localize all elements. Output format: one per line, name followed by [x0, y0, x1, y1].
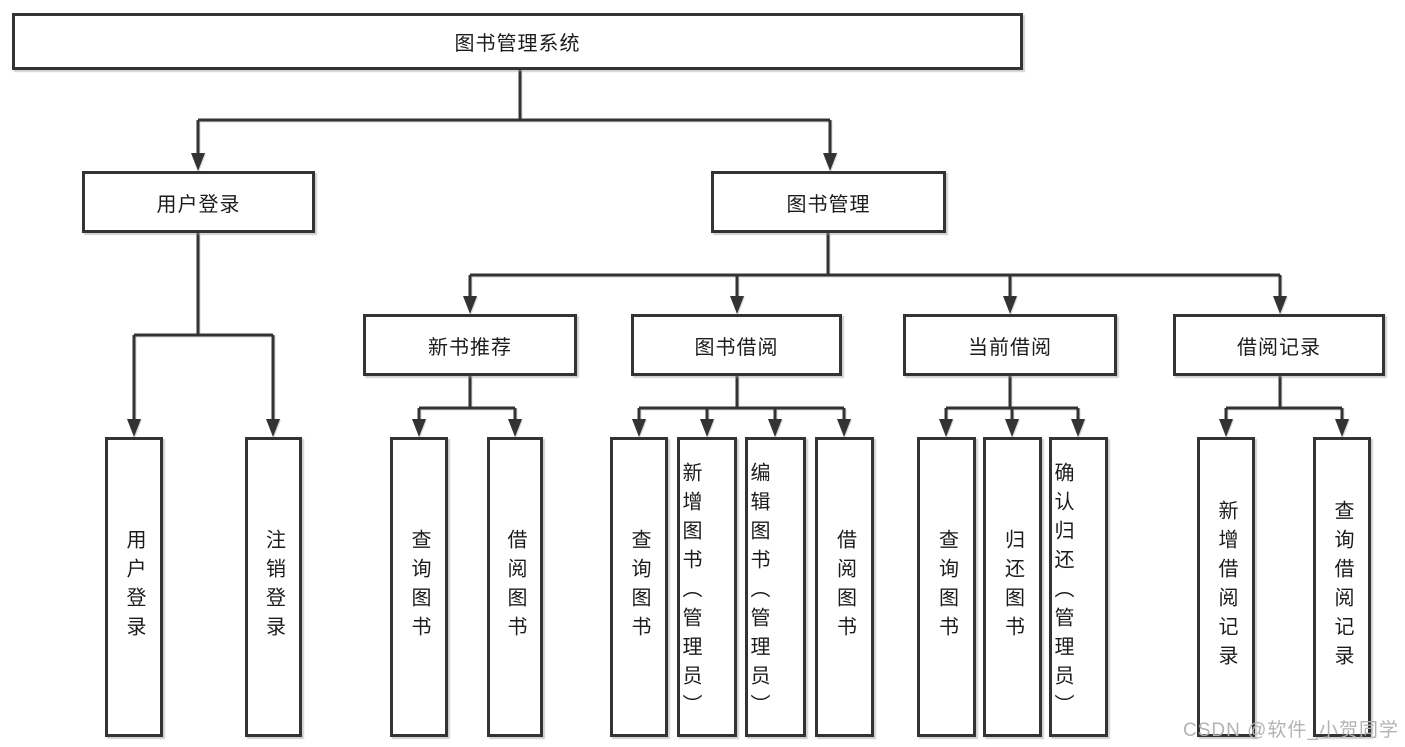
node-user-login: 用户登录	[82, 171, 315, 233]
node-cb-query-books-label: 查询图书	[935, 529, 958, 645]
node-current-borrowing: 当前借阅	[903, 314, 1117, 376]
node-bb-query-books: 查询图书	[610, 437, 668, 737]
node-bb-borrow-books: 借阅图书	[815, 437, 874, 737]
node-nb-query-books: 查询图书	[390, 437, 448, 737]
node-nb-borrow-books: 借阅图书	[487, 437, 543, 737]
node-bb-edit-books-admin: 编辑图书（管理员）	[745, 437, 806, 737]
node-book-management: 图书管理	[711, 171, 946, 233]
node-br-query-record: 查询借阅记录	[1313, 437, 1371, 737]
node-logout-label: 注销登录	[262, 529, 285, 645]
node-cb-confirm-return-admin: 确认归还（管理员）	[1049, 437, 1108, 737]
node-user-login-leaf-label: 用户登录	[123, 529, 145, 645]
node-root-label: 图书管理系统	[454, 33, 581, 55]
node-logout: 注销登录	[245, 437, 302, 737]
node-borrowing-records-label: 借阅记录	[1237, 336, 1321, 359]
node-cb-return-books: 归还图书	[983, 437, 1042, 737]
node-new-book-recommend-label: 新书推荐	[428, 336, 512, 359]
node-user-login-label: 用户登录	[156, 193, 241, 216]
node-root: 图书管理系统	[12, 13, 1023, 70]
node-current-borrowing-label: 当前借阅	[968, 336, 1052, 359]
node-new-book-recommend: 新书推荐	[363, 314, 577, 376]
node-br-add-record-label: 新增借阅记录	[1215, 500, 1237, 674]
node-book-borrowing: 图书借阅	[631, 314, 842, 376]
node-br-add-record: 新增借阅记录	[1197, 437, 1255, 737]
node-br-query-record-label: 查询借阅记录	[1331, 500, 1353, 674]
node-nb-query-books-label: 查询图书	[408, 529, 430, 645]
watermark: CSDN @软件_小贺同学	[1183, 720, 1399, 741]
node-bb-edit-books-admin-label: 编辑图书（管理员）	[747, 461, 769, 723]
node-cb-query-books: 查询图书	[917, 437, 976, 737]
node-bb-query-books-label: 查询图书	[628, 529, 650, 645]
node-bb-add-books-admin: 新增图书（管理员）	[677, 437, 737, 737]
node-book-management-label: 图书管理	[786, 193, 871, 216]
node-bb-add-books-admin-label: 新增图书（管理员）	[679, 461, 701, 723]
node-nb-borrow-books-label: 借阅图书	[504, 529, 526, 645]
node-cb-return-books-label: 归还图书	[1001, 529, 1024, 645]
node-bb-borrow-books-label: 借阅图书	[833, 529, 856, 645]
node-cb-confirm-return-admin-label: 确认归还（管理员）	[1051, 461, 1073, 723]
node-user-login-leaf: 用户登录	[105, 437, 163, 737]
node-borrowing-records: 借阅记录	[1173, 314, 1385, 376]
node-book-borrowing-label: 图书借阅	[694, 336, 779, 359]
